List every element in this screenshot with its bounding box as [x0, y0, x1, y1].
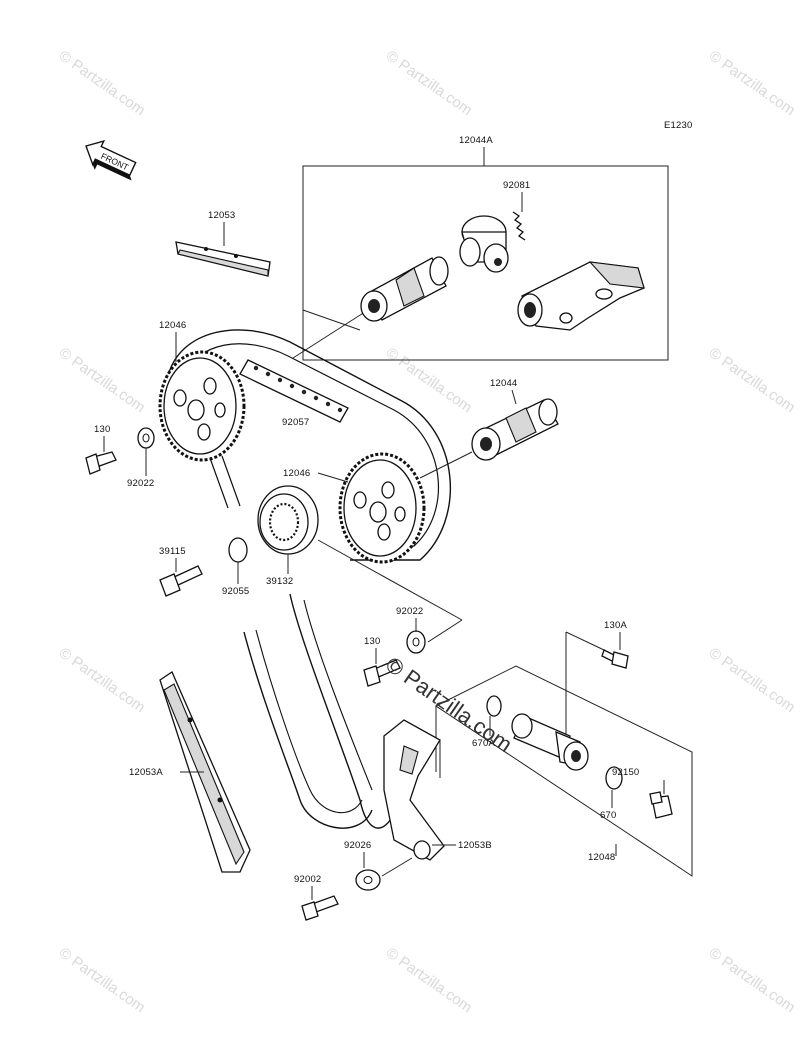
label-12053A: 12053A	[129, 767, 163, 778]
bolt-130-lower-part	[363, 659, 401, 687]
tensioner-arm-12053B-part	[383, 719, 445, 861]
label-12053B: 12053B	[458, 840, 492, 851]
label-92081: 92081	[503, 180, 530, 191]
chain-links-92057-part	[239, 359, 349, 423]
label-12053: 12053	[208, 210, 235, 221]
front-arrow-icon: FRONT	[85, 139, 137, 181]
bolt-130-upper-part	[85, 451, 117, 475]
watermark: © Partzilla.com	[56, 944, 149, 1016]
label-92022-lower: 92022	[396, 606, 423, 617]
label-12048: 12048	[588, 852, 615, 863]
watermark: © Partzilla.com	[56, 47, 149, 119]
o-ring-670-part	[605, 766, 623, 790]
watermark: © Partzilla.com	[706, 47, 799, 119]
label-12044A: 12044A	[459, 135, 493, 146]
watermark: © Partzilla.com	[383, 344, 476, 416]
crank-sprocket-39132-part	[257, 485, 319, 555]
chain-guide-12053A-part	[159, 671, 251, 873]
rocker-arm-part	[517, 261, 645, 331]
watermark: © Partzilla.com	[56, 344, 149, 416]
watermark: © Partzilla.com	[706, 944, 799, 1016]
spring-part	[512, 211, 526, 241]
decompression-cam-part	[459, 215, 509, 273]
label-130A: 130A	[604, 620, 627, 631]
bolt-92150-part	[649, 791, 673, 819]
label-39132: 39132	[266, 576, 293, 587]
watermark-layer: © Partzilla.com © Partzilla.com © Partzi…	[56, 47, 799, 1016]
bolt-130A-part	[601, 649, 629, 669]
watermark: © Partzilla.com	[383, 944, 476, 1016]
label-92055: 92055	[222, 586, 249, 597]
camshaft-sprocket-lower-part	[338, 452, 426, 564]
label-92026: 92026	[344, 840, 371, 851]
watermark: © Partzilla.com	[56, 644, 149, 716]
label-92150: 92150	[612, 767, 639, 778]
washer-92022-lower-part	[406, 619, 463, 654]
bolt-92002-part	[301, 895, 339, 921]
o-ring-92055-part	[228, 537, 248, 563]
diagram-code: E1230	[664, 120, 692, 131]
camshaft-12044-part	[419, 398, 559, 479]
label-670: 670	[600, 810, 616, 821]
collar-92026-part	[355, 857, 413, 891]
bolt-39115-part	[159, 565, 203, 597]
label-92002: 92002	[294, 874, 321, 885]
watermark: © Partzilla.com	[706, 644, 799, 716]
washer-92022-upper-part	[137, 427, 155, 449]
label-130-lower: 130	[364, 636, 380, 647]
label-92057: 92057	[282, 417, 309, 428]
camshaft-part	[360, 256, 449, 322]
label-12044: 12044	[490, 378, 517, 389]
timing-chain-part	[167, 329, 451, 829]
label-12046-lower: 12046	[283, 468, 310, 479]
label-92022-upper: 92022	[127, 478, 154, 489]
label-12046-upper: 12046	[159, 320, 186, 331]
chain-guide-12053-part	[175, 241, 271, 277]
label-130-upper: 130	[94, 424, 110, 435]
chain-tensioner-part	[511, 631, 605, 771]
label-39115: 39115	[159, 546, 186, 557]
camshaft-sprocket-upper-part	[158, 350, 246, 462]
watermark: © Partzilla.com	[706, 344, 799, 416]
watermark: © Partzilla.com	[383, 47, 476, 119]
label-670A: 670A	[472, 738, 495, 749]
o-ring-670A-part	[486, 695, 502, 717]
